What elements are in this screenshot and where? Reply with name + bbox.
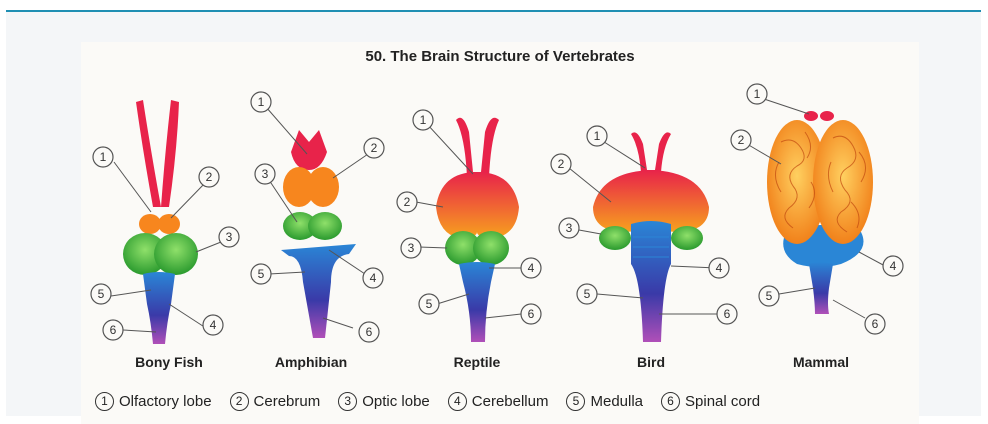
svg-text:5: 5 (258, 267, 265, 281)
label-amphibian: Amphibian (251, 354, 371, 370)
svg-text:3: 3 (566, 221, 573, 235)
fish-olfactory-lobe (136, 100, 179, 207)
legend-number: 3 (338, 392, 357, 411)
bird-olfactory-lobe (631, 132, 671, 172)
mammal-olfactory-lobe (804, 111, 818, 121)
svg-text:4: 4 (716, 261, 723, 275)
label-mammal: Mammal (761, 354, 881, 370)
svg-text:6: 6 (528, 307, 535, 321)
svg-text:2: 2 (206, 170, 213, 184)
legend-number: 6 (661, 392, 680, 411)
legend-item: 2 Cerebrum (230, 392, 321, 411)
legend-text: Spinal cord (685, 393, 760, 410)
svg-text:1: 1 (100, 150, 107, 164)
legend-number: 2 (230, 392, 249, 411)
svg-text:6: 6 (724, 307, 731, 321)
legend-number: 5 (566, 392, 585, 411)
svg-text:4: 4 (890, 259, 897, 273)
label-bony-fish: Bony Fish (109, 354, 229, 370)
legend-text: Optic lobe (362, 393, 430, 410)
legend-item: 4 Cerebellum (448, 392, 549, 411)
svg-text:6: 6 (366, 325, 373, 339)
svg-text:2: 2 (558, 157, 565, 171)
content-panel: 50. The Brain Structure of Vertebrates (6, 10, 981, 416)
svg-text:1: 1 (754, 87, 761, 101)
svg-text:4: 4 (528, 261, 535, 275)
svg-text:1: 1 (594, 129, 601, 143)
legend-item: 1 Olfactory lobe (95, 392, 212, 411)
reptile-brain: 1 2 3 5 4 6 (397, 110, 541, 342)
label-reptile: Reptile (417, 354, 537, 370)
fish-cerebrum (139, 214, 161, 234)
legend-text: Cerebrum (254, 393, 321, 410)
bony-fish-brain: 1 2 3 5 4 6 (91, 100, 239, 344)
svg-text:3: 3 (262, 167, 269, 181)
reptile-spinal-cord (459, 262, 495, 342)
svg-text:3: 3 (226, 230, 233, 244)
label-bird: Bird (591, 354, 711, 370)
amphibian-brain: 1 2 3 5 4 6 (251, 92, 384, 342)
fish-spinal-cord (143, 272, 175, 344)
legend-text: Olfactory lobe (119, 393, 212, 410)
legend-item: 3 Optic lobe (338, 392, 430, 411)
bird-optic-lobe (599, 226, 631, 250)
legend-text: Medulla (590, 393, 643, 410)
svg-text:5: 5 (98, 287, 105, 301)
legend-item: 6 Spinal cord (661, 392, 760, 411)
svg-text:5: 5 (584, 287, 591, 301)
svg-text:4: 4 (210, 318, 217, 332)
mammal-brain: 1 2 4 5 6 (731, 84, 903, 334)
svg-text:1: 1 (420, 113, 427, 127)
reptile-olfactory-lobe (456, 118, 499, 177)
legend-number: 4 (448, 392, 467, 411)
svg-text:6: 6 (110, 323, 117, 337)
svg-text:6: 6 (872, 317, 879, 331)
svg-text:5: 5 (766, 289, 773, 303)
legend-number: 1 (95, 392, 114, 411)
svg-text:2: 2 (371, 141, 378, 155)
brain-diagram: 50. The Brain Structure of Vertebrates (81, 42, 919, 424)
legend-text: Cerebellum (472, 393, 549, 410)
bird-spinal-cord (631, 221, 671, 342)
svg-text:5: 5 (426, 297, 433, 311)
legend-item: 5 Medulla (566, 392, 643, 411)
reptile-cerebrum (436, 172, 519, 238)
amphibian-olfactory-lobe (291, 130, 327, 170)
svg-text:1: 1 (258, 95, 265, 109)
svg-text:2: 2 (738, 133, 745, 147)
amphibian-spinal-cord (281, 244, 356, 338)
svg-text:2: 2 (404, 195, 411, 209)
svg-text:4: 4 (370, 271, 377, 285)
bird-brain: 1 2 3 5 4 6 (551, 126, 737, 342)
svg-text:3: 3 (408, 241, 415, 255)
